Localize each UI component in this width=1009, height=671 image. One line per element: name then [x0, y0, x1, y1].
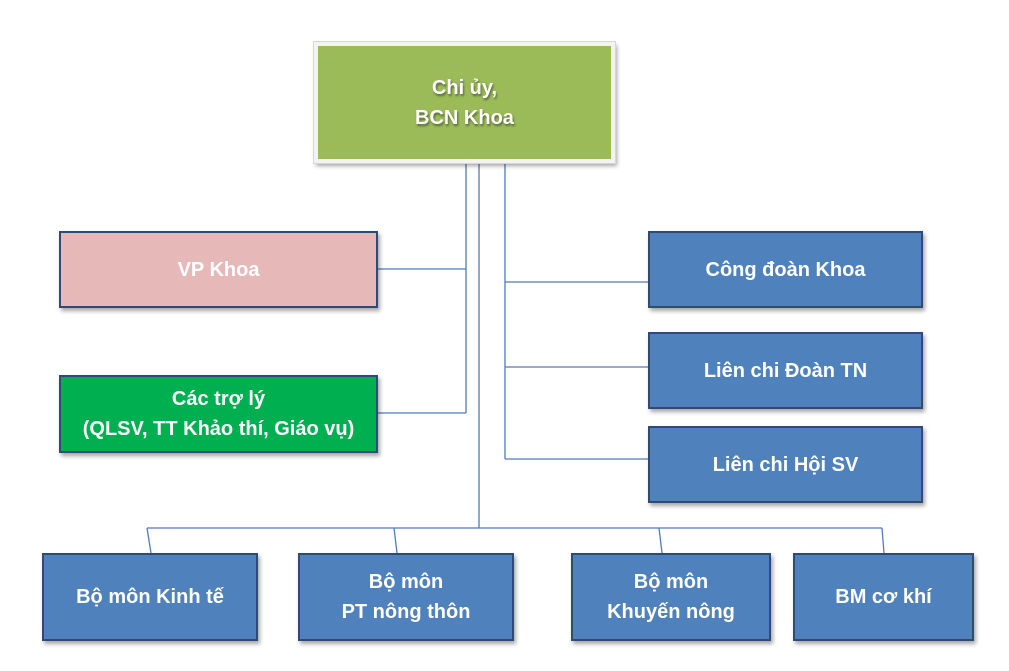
dept-economics-box: Bộ môn Kinh tế	[42, 553, 258, 641]
dept-extension-line2: Khuyến nông	[607, 601, 735, 623]
assistants-line1: Các trợ lý	[171, 388, 266, 410]
connector-drop-mechanical	[881, 527, 885, 554]
youth-union-box: Liên chi Đoàn TN	[648, 332, 923, 409]
union-label: Công đoàn Khoa	[705, 258, 866, 281]
party-committee-box: Chi ủy, BCN Khoa	[313, 41, 616, 164]
student-association-label: Liên chi Hội SV	[712, 453, 859, 476]
union-box: Công đoàn Khoa	[648, 231, 923, 308]
dept-rural-box: Bộ môn PT nông thôn	[298, 553, 514, 641]
youth-union-label: Liên chi Đoàn TN	[703, 359, 868, 382]
dept-extension-line1: Bộ môn	[633, 571, 709, 593]
assistants-box: Các trợ lý (QLSV, TT Khảo thí, Giáo vụ)	[59, 375, 378, 453]
connector-drop-economics	[146, 527, 152, 554]
dept-rural-line2: PT nông thôn	[341, 601, 471, 623]
assistants-line2: (QLSV, TT Khảo thí, Giáo vụ)	[82, 418, 355, 440]
dept-mechanical-label: BM cơ khí	[835, 586, 932, 608]
vp-khoa-label: VP Khoa	[177, 258, 260, 281]
student-association-box: Liên chi Hội SV	[648, 426, 923, 503]
dept-extension-box: Bộ môn Khuyến nông	[571, 553, 771, 641]
dept-rural-line1: Bộ môn	[368, 571, 444, 593]
dept-economics-label: Bộ môn Kinh tế	[76, 586, 224, 608]
connector-drop-extension	[658, 527, 663, 554]
party-committee-line1: Chi ủy,	[431, 76, 498, 99]
connector-drop-rural	[393, 527, 398, 554]
vp-khoa-box: VP Khoa	[59, 231, 378, 308]
dept-mechanical-box: BM cơ khí	[793, 553, 974, 641]
party-committee-line2: BCN Khoa	[415, 106, 514, 129]
